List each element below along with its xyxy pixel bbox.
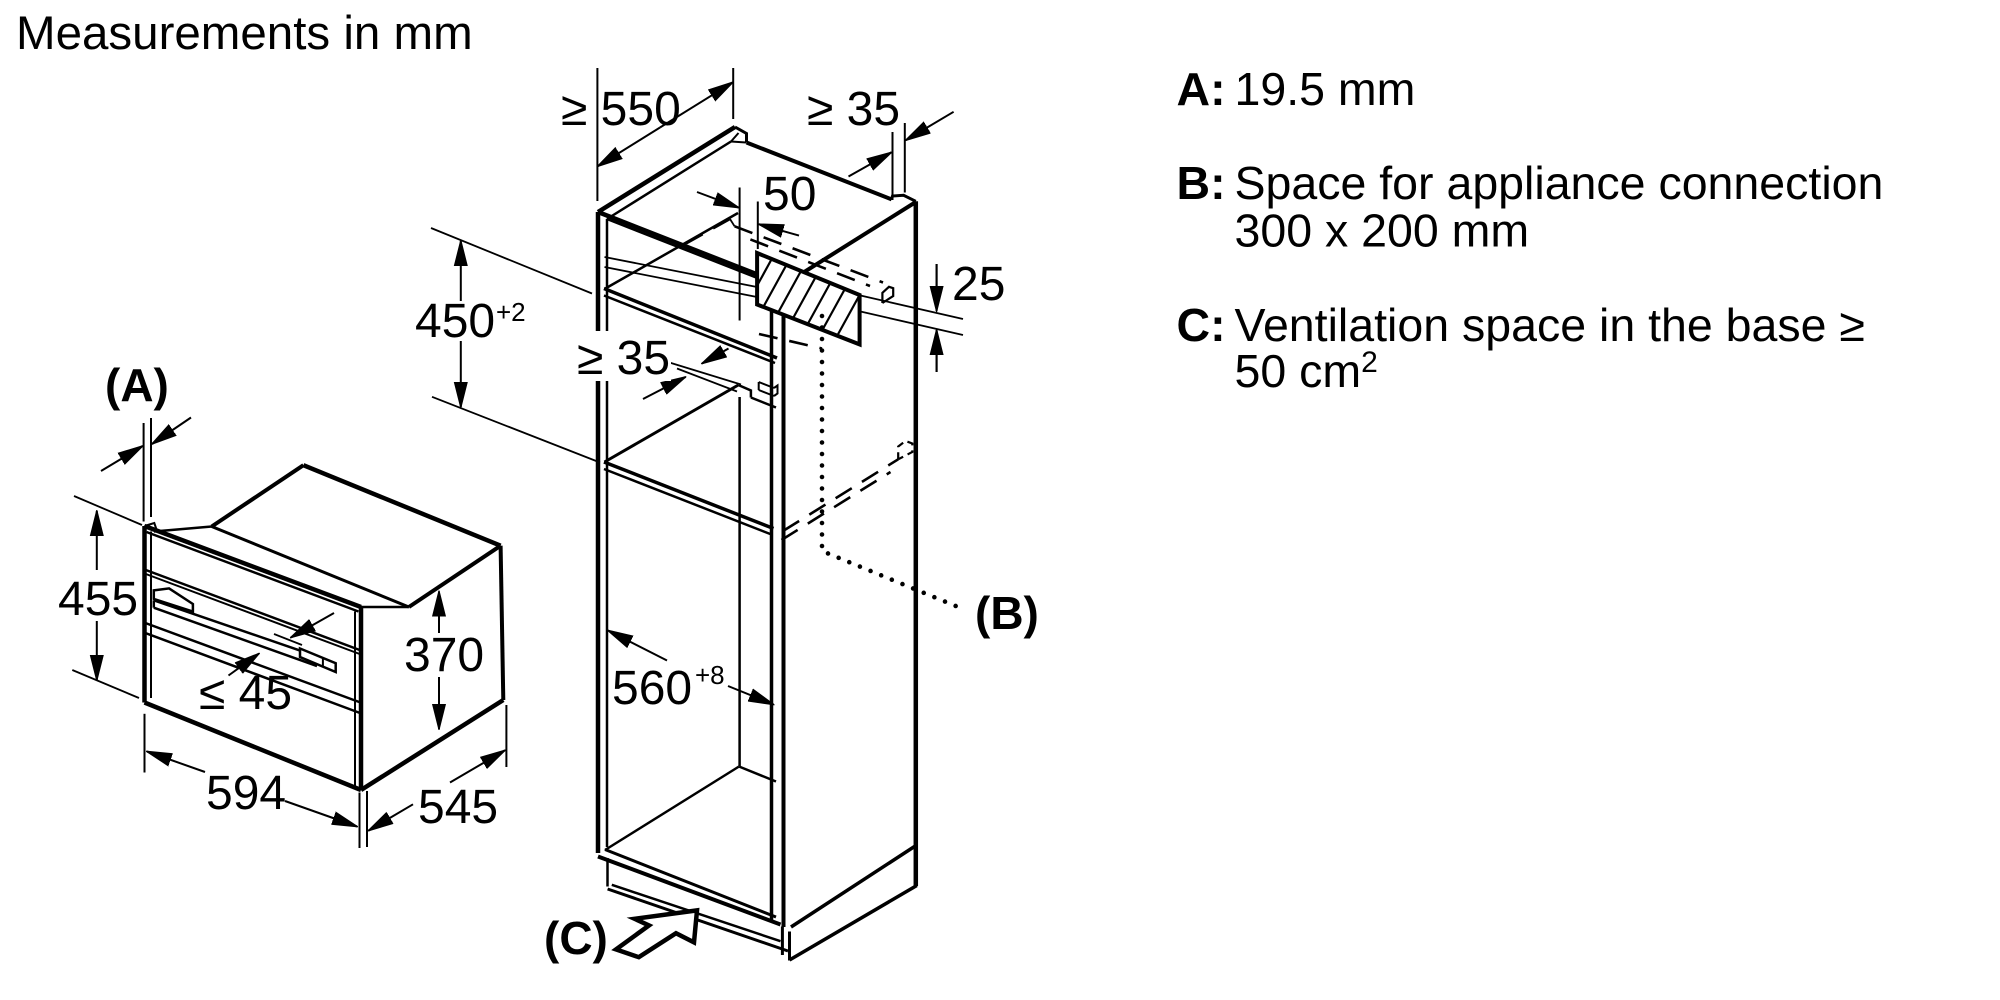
svg-text:≥ 550: ≥ 550 — [561, 83, 681, 136]
svg-text:560: 560 — [612, 662, 692, 715]
svg-text:25: 25 — [952, 258, 1005, 311]
svg-text:450: 450 — [415, 295, 495, 348]
svg-text:19.5 mm: 19.5 mm — [1235, 63, 1416, 115]
svg-text:50: 50 — [763, 168, 816, 221]
svg-text:Ventilation space in the base: Ventilation space in the base ≥ — [1235, 299, 1865, 351]
svg-text:A:: A: — [1177, 63, 1226, 115]
svg-text:Space for appliance connection: Space for appliance connection — [1235, 157, 1884, 209]
svg-text:C:: C: — [1177, 299, 1226, 351]
svg-text:300 x 200 mm: 300 x 200 mm — [1235, 205, 1530, 257]
svg-text:Measurements in mm: Measurements in mm — [16, 7, 473, 60]
svg-text:(B): (B) — [975, 587, 1039, 639]
svg-text:+8: +8 — [695, 660, 725, 690]
svg-text:B:: B: — [1177, 157, 1226, 209]
svg-text:370: 370 — [404, 629, 484, 682]
svg-text:545: 545 — [418, 781, 498, 834]
svg-text:455: 455 — [58, 573, 138, 626]
svg-text:≥ 35: ≥ 35 — [807, 83, 900, 136]
svg-text:≤ 45: ≤ 45 — [199, 667, 292, 720]
svg-text:50 cm2: 50 cm2 — [1235, 345, 1378, 397]
svg-text:+2: +2 — [496, 297, 526, 327]
svg-text:≥ 35: ≥ 35 — [577, 332, 670, 385]
svg-text:(C): (C) — [544, 912, 608, 964]
svg-text:594: 594 — [206, 767, 286, 820]
svg-text:(A): (A) — [105, 359, 169, 411]
